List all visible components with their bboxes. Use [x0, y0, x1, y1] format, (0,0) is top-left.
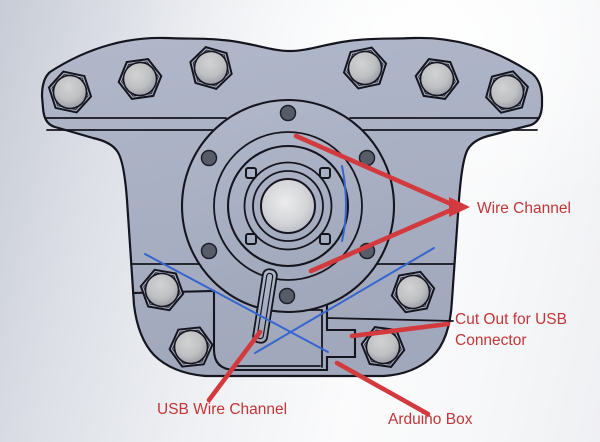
hex-hole — [342, 46, 388, 90]
hex-hole — [390, 270, 436, 314]
wing-edge-lines — [44, 117, 540, 131]
usb-cutout-notch — [326, 317, 454, 322]
annotation-label-wire-channel: Wire Channel — [477, 200, 571, 217]
cut-out-usb-arrow — [349, 321, 451, 339]
annotation-label-cut-out-usb-line1: Cut Out for USB — [455, 311, 567, 328]
sketch-line-cross-1 — [144, 253, 329, 353]
hex-hole — [189, 46, 233, 90]
wire-channel-arrow-lower — [308, 207, 454, 274]
center-bearing-boss — [180, 98, 396, 314]
annotation-arrows — [206, 133, 470, 417]
hex-hole — [139, 268, 185, 312]
hex-hole — [414, 58, 460, 100]
hex-holes-bottom — [139, 268, 436, 368]
sketch-line-cross-2 — [254, 247, 435, 354]
annotation-label-cut-out-usb: Cut Out for USB Connector — [455, 309, 567, 351]
wire-channel-arrowhead — [449, 197, 470, 217]
hex-hole — [117, 58, 163, 100]
usb-wire-channel-arrow — [206, 329, 263, 403]
annotation-label-usb-wire-channel: USB Wire Channel — [157, 401, 288, 418]
hex-hole — [485, 70, 529, 114]
bolt-holes — [200, 104, 376, 305]
sketch-lines — [144, 165, 435, 354]
center-bore — [260, 178, 316, 234]
sketch-arc-bore — [341, 165, 347, 242]
annotation-label-cut-out-usb-line2: Connector — [455, 332, 527, 349]
hex-hole — [168, 326, 214, 368]
arduino-box-arrow — [334, 360, 431, 417]
mount-squares — [245, 167, 331, 245]
hex-hole — [47, 70, 93, 114]
annotation-label-arduino-box: Arduino Box — [388, 411, 473, 428]
hex-holes-top — [47, 46, 529, 114]
usb-wire-channel-slot — [252, 268, 278, 344]
wire-channel-arrow-upper — [293, 133, 454, 207]
